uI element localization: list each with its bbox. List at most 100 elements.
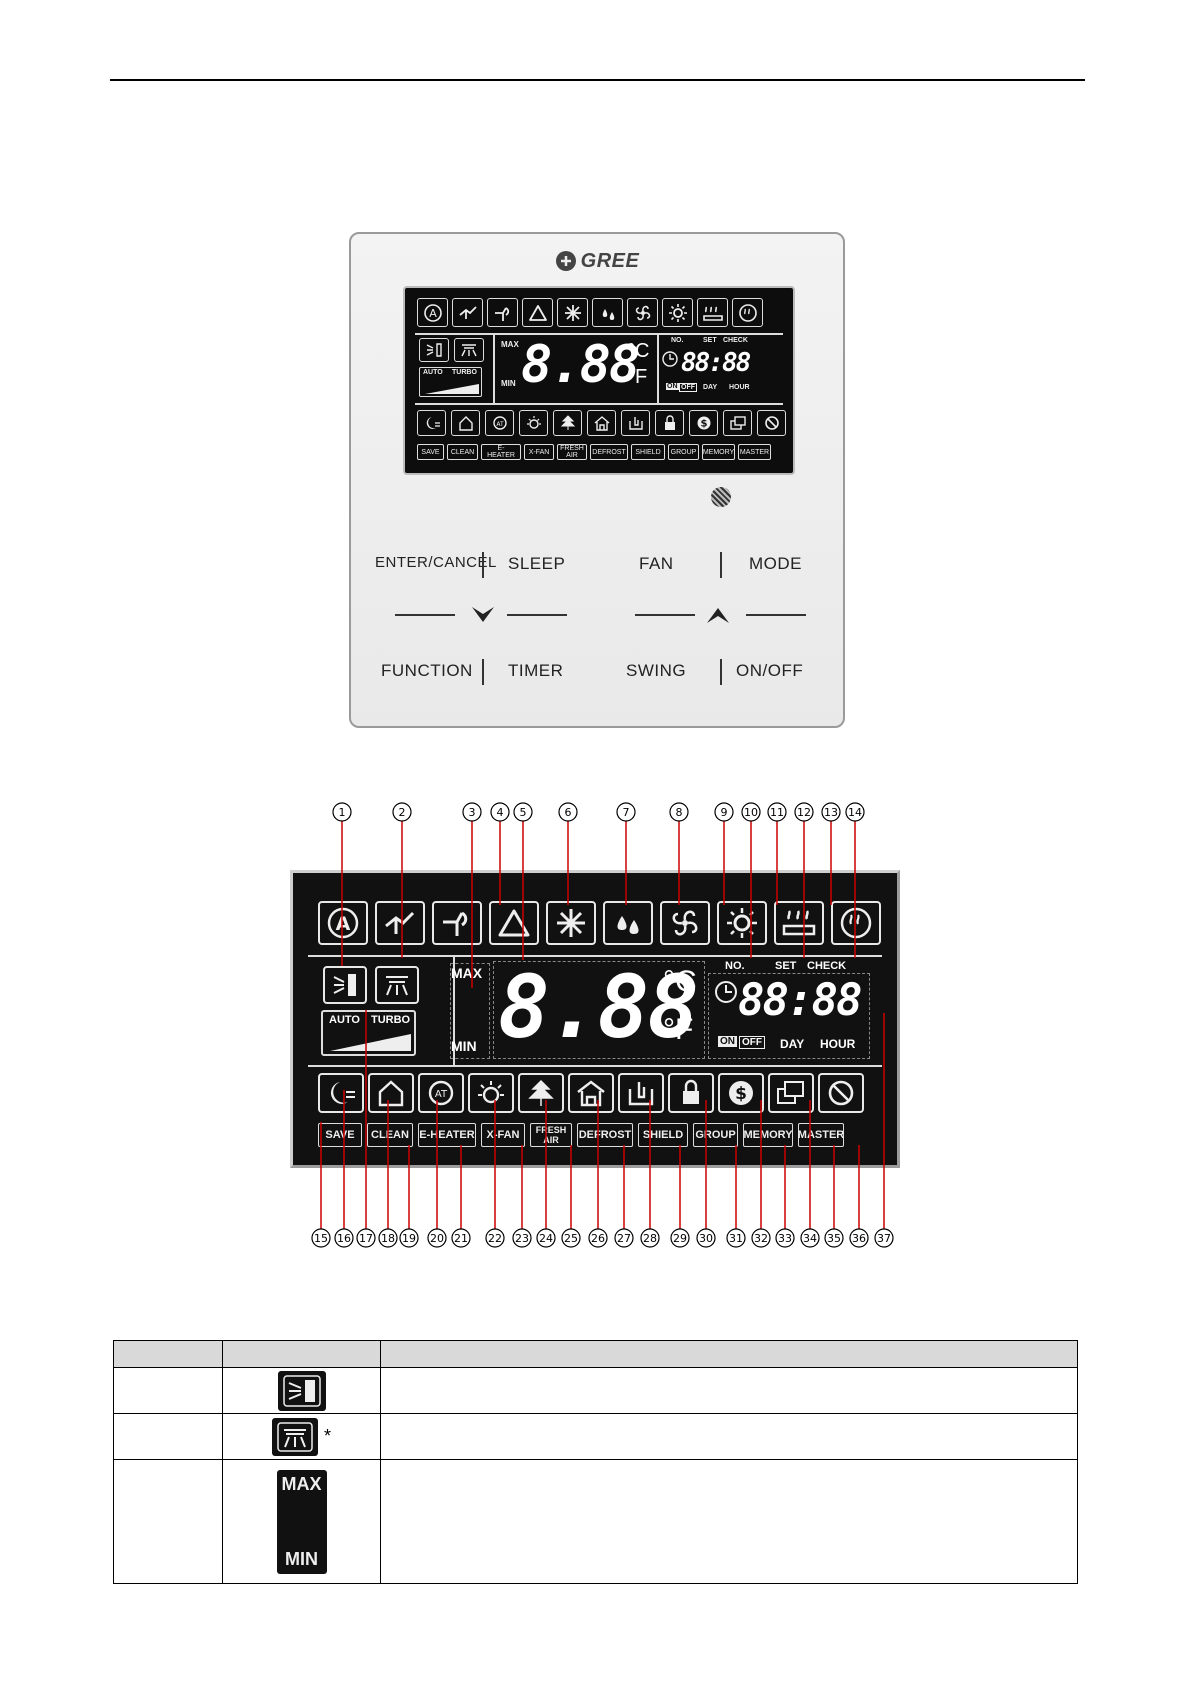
svg-text:1: 1	[339, 806, 346, 819]
sensor-grille	[711, 487, 731, 507]
svg-text:19: 19	[402, 1232, 416, 1245]
master-label: MASTER	[738, 444, 771, 460]
callout-number: 33	[775, 1228, 795, 1248]
auto-label: AUTO	[423, 369, 443, 376]
brand-logo: GREE	[351, 248, 843, 274]
off-label: OFF	[679, 383, 697, 392]
svg-text:AT: AT	[496, 421, 504, 428]
function-button[interactable]: FUNCTION	[381, 661, 473, 680]
min-label: MIN	[501, 379, 516, 388]
down-arrow-button[interactable]	[470, 604, 496, 626]
svg-text:23: 23	[515, 1232, 529, 1245]
callout-number: 35	[824, 1228, 844, 1248]
min-label: MIN	[285, 1548, 318, 1569]
master-label: MASTER	[798, 1123, 844, 1147]
temperature-box	[493, 961, 705, 1059]
clean-label: CLEAN	[367, 1123, 413, 1147]
turbo-label: TURBO	[371, 1014, 411, 1026]
up-arrow-button[interactable]	[705, 604, 731, 626]
shield-icon	[621, 410, 650, 436]
on-off-button[interactable]: ON/OFF	[736, 661, 804, 680]
callout-number: 25	[561, 1228, 581, 1248]
memory-icon	[723, 410, 752, 436]
auto-label: AUTO	[329, 1014, 360, 1026]
swing-left-right-icon	[375, 966, 419, 1004]
triangle-icon	[489, 901, 539, 945]
gree-logo-icon	[555, 251, 576, 271]
callout-number: 8	[669, 802, 689, 822]
callout-number: 7	[616, 802, 636, 822]
memory-icon	[768, 1073, 814, 1113]
check-label: CHECK	[807, 960, 847, 972]
fan-icon	[660, 901, 710, 945]
clean-label: CLEAN	[447, 444, 478, 460]
auto-mode-icon: A	[417, 298, 448, 327]
svg-text:2: 2	[399, 806, 406, 819]
svg-text:16: 16	[337, 1232, 351, 1245]
snowflake-icon	[557, 298, 588, 327]
sleep-button[interactable]: SLEEP	[508, 554, 566, 573]
lcd-mode-icons: A	[417, 298, 763, 327]
clock-icon	[662, 351, 678, 367]
max-min-icon: MAX MIN	[276, 1469, 327, 1574]
tree-icon	[518, 1073, 564, 1113]
enter-cancel-button[interactable]: ENTER/CANCEL	[375, 554, 497, 571]
svg-text:30: 30	[699, 1232, 713, 1245]
lcd-divider	[308, 1065, 882, 1067]
lcd-divider	[415, 403, 783, 405]
svg-text:34: 34	[803, 1232, 817, 1245]
callout-number: 13	[821, 802, 841, 822]
svg-text:3: 3	[469, 806, 476, 819]
cool-person-icon	[452, 298, 483, 327]
fan-button[interactable]: FAN	[639, 554, 674, 573]
fresh-air-label: FRESH AIR	[557, 444, 587, 460]
svg-text:15: 15	[314, 1232, 328, 1245]
svg-text:9: 9	[721, 806, 728, 819]
clock-digits: 88:88	[738, 975, 862, 1026]
swing-up-down-icon	[323, 966, 367, 1004]
fan-icon	[627, 298, 658, 327]
svg-text:12: 12	[797, 806, 811, 819]
button-separator	[395, 614, 455, 616]
prohibit-icon	[818, 1073, 864, 1113]
svg-text:21: 21	[454, 1232, 468, 1245]
svg-text:8: 8	[676, 806, 683, 819]
heat-person-icon	[487, 298, 518, 327]
shield-label: SHIELD	[631, 444, 665, 460]
save-label: SAVE	[417, 444, 444, 460]
row-icon-cell	[222, 1367, 381, 1414]
button-separator	[720, 552, 722, 578]
lcd-divider	[657, 334, 659, 403]
callout-number: 11	[767, 802, 787, 822]
save-label: SAVE	[318, 1123, 362, 1147]
heat-person-icon	[432, 901, 482, 945]
fresh-air-label: FRESH AIR	[530, 1123, 572, 1147]
temperature-digits: 8.88	[498, 958, 699, 1058]
button-separator	[507, 614, 567, 616]
mode-button[interactable]: MODE	[749, 554, 802, 573]
svg-text:13: 13	[824, 806, 838, 819]
callout-number: 24	[536, 1228, 556, 1248]
clean-icon	[451, 410, 480, 436]
defrost-label: DEFROST	[590, 444, 628, 460]
fan-speed-box: AUTO TURBO	[321, 1010, 416, 1056]
row-number-cell	[113, 1367, 223, 1414]
sun-icon	[662, 298, 693, 327]
callout-number: 16	[334, 1228, 354, 1248]
svg-text:4: 4	[497, 806, 504, 819]
sleep-icon	[318, 1073, 364, 1113]
day-label: DAY	[703, 384, 718, 391]
heater-icon	[697, 298, 728, 327]
tree-icon	[553, 410, 582, 436]
lcd-function-icons: AT $	[417, 410, 786, 436]
callout-number: 28	[640, 1228, 660, 1248]
swing-button[interactable]: SWING	[626, 661, 687, 680]
min-label: MIN	[451, 1038, 477, 1054]
set-label: SET	[775, 960, 797, 972]
temperature-digits: 8.88	[521, 335, 640, 395]
svg-text:$: $	[700, 419, 707, 430]
svg-text:5: 5	[520, 806, 527, 819]
timer-button[interactable]: TIMER	[508, 661, 564, 680]
lcd-divider	[308, 955, 882, 957]
row-number-cell	[113, 1459, 223, 1584]
